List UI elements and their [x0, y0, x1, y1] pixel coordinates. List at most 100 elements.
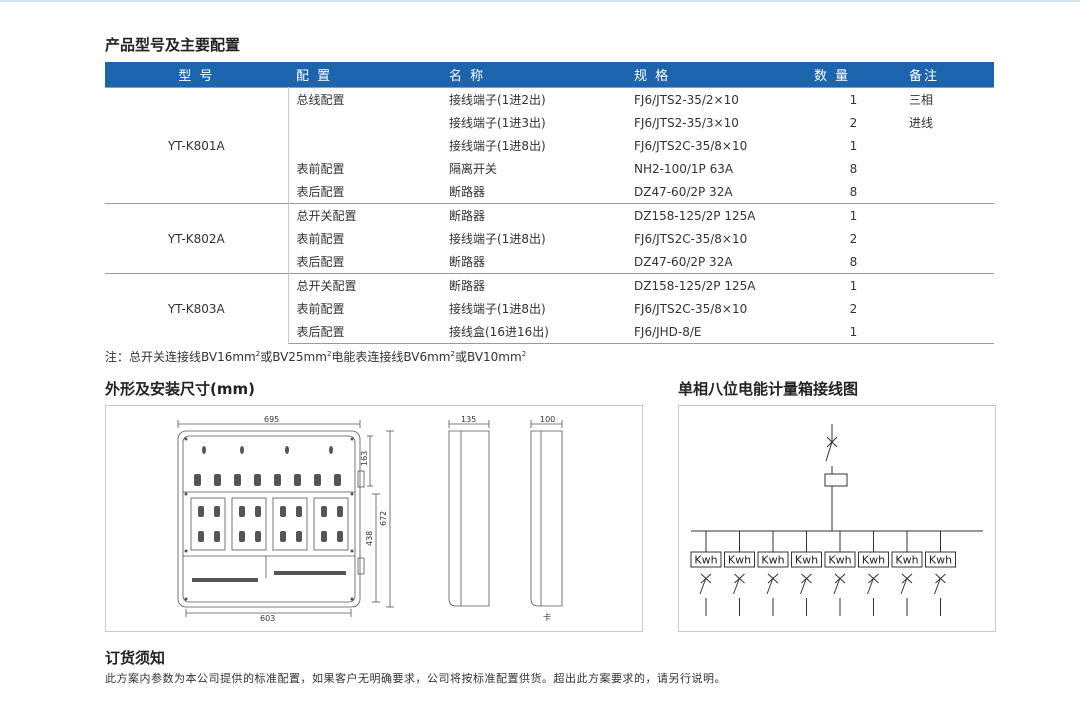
meter-label: Kwh [828, 554, 851, 567]
wiring-section-title: 单相八位电能计量箱接线图 [678, 380, 859, 398]
note-sup: 2 [450, 350, 455, 358]
header-config: 配 置 [288, 62, 441, 88]
dimension-drawing-panel: 695 603 672 438 163 135 100 卡 [105, 405, 643, 632]
meter-box [757, 551, 789, 568]
spec-cell: FJ6/JTS2-35/2×10 [626, 87, 806, 111]
name-cell: 接线端子(1进8出) [449, 232, 546, 246]
main-switch-blade [825, 441, 833, 462]
spec-cell: FJ6/JTS2-35/3×10 [634, 115, 739, 130]
qty-cell: 2 [849, 301, 858, 316]
config-cell: 表后配置 [296, 185, 345, 199]
model-cell: YT-K801A [105, 87, 289, 204]
remark-cell [901, 273, 994, 297]
qty-cell: 2 [849, 115, 858, 130]
branch-switch-blade [699, 577, 707, 595]
branch-switch-blade [867, 577, 874, 595]
header-name: 名 称 [441, 62, 626, 88]
config-cell [288, 111, 441, 134]
meter-label: Kwh [929, 554, 952, 567]
dimension-drawing: 695 603 672 438 163 135 100 卡 [177, 415, 563, 623]
meter-label: Kwh [862, 554, 885, 567]
note-part: 注：总开关连接线BV16mm [105, 350, 256, 364]
name-cell: 断路器 [449, 185, 486, 199]
note-sup: 2 [255, 350, 261, 358]
qty-cell: 1 [806, 203, 901, 227]
clip-mark: 卡 [543, 612, 551, 622]
meter-label: Kwh [761, 554, 784, 567]
config-cell: 表前配置 [296, 162, 345, 176]
table-row: 表后配置 断路器 DZ47-60/2P 32A 8 [105, 180, 994, 204]
meter-box [824, 551, 856, 568]
table-row: 接线端子(1进8出) FJ6/JTS2C-35/8×10 1 [105, 134, 994, 157]
dim-upper-height: 163 [360, 451, 369, 466]
name-cell: 接线端子(1进8出) [449, 302, 546, 316]
meter-label: Kwh [895, 554, 918, 567]
name-cell: 接线端子(1进2出) [441, 87, 626, 111]
config-cell: 总开关配置 [288, 273, 441, 297]
remark-cell [901, 157, 994, 180]
note-sup: 2 [326, 350, 332, 358]
branch-switch-blade [766, 577, 774, 595]
spec-cell: FJ6/JTS2C-35/8×10 [634, 301, 748, 316]
note-part: 电能表连接线BV6mm [331, 350, 451, 364]
dim-side-depth-2: 100 [540, 415, 555, 424]
meter-label: Kwh [795, 554, 818, 567]
qty-cell: 1 [806, 273, 901, 297]
meter-label: Kwh [728, 554, 751, 567]
terminal-block-right [274, 571, 346, 575]
config-cell: 表前配置 [296, 302, 345, 316]
remark-cell [901, 227, 994, 250]
meter-box [690, 551, 722, 568]
dim-side-depth: 135 [461, 415, 476, 424]
meter-box [925, 551, 956, 568]
qty-cell: 2 [849, 231, 858, 246]
order-notice-text: 此方案内参数为本公司提供的标准配置，如果客户无明确要求，公司将按标准配置供货。超… [105, 672, 726, 685]
note-part: 或BV25mm [260, 350, 327, 364]
branch-switch-blade [900, 577, 908, 595]
remark-cell [901, 134, 994, 157]
dimension-section-title: 外形及安装尺寸(mm) [105, 380, 255, 398]
header-spec: 规 格 [626, 62, 806, 88]
table-row: 表前配置 隔离开关 NH2-100/1P 63A 8 [105, 157, 994, 180]
remark-cell [901, 180, 994, 204]
qty-cell: 8 [849, 161, 858, 176]
config-cell: 总开关配置 [288, 203, 441, 227]
qty-cell: 1 [806, 87, 901, 111]
config-cell: 表后配置 [288, 320, 441, 344]
name-cell: 接线端子(1进8出) [449, 139, 546, 153]
config-table: 型 号 配 置 名 称 规 格 数 量 备注 YT-K801A 总线配置 接线端… [105, 62, 994, 344]
meter-box [858, 551, 889, 568]
remark-cell: 三相 [901, 87, 994, 111]
config-cell [288, 134, 441, 157]
model-cell: YT-K802A [105, 203, 289, 274]
header-model: 型 号 [105, 62, 288, 88]
qty-cell: 8 [849, 254, 858, 269]
table-footnote: 注：总开关连接线BV16mm2或BV25mm2电能表连接线BV6mm2或BV10… [105, 348, 526, 365]
name-cell: 断路器 [449, 255, 486, 269]
spec-cell: DZ47-60/2P 32A [634, 184, 733, 199]
name-cell: 接线端子(1进3出) [449, 116, 546, 130]
table-row: 表前配置 接线端子(1进8出) FJ6/JTS2C-35/8×10 2 [105, 227, 994, 250]
branch-switch-blade [934, 577, 941, 595]
meter-box [724, 551, 755, 568]
table-row: YT-K803A 总开关配置 断路器 DZ158-125/2P 125A 1 [105, 273, 994, 344]
table-row: 表后配置 接线盒(16进16出) FJ6/JHD-8/E 1 [105, 320, 994, 344]
branch-switch-blade [833, 577, 841, 595]
table-header-row: 型 号 配 置 名 称 规 格 数 量 备注 [105, 62, 994, 88]
config-section-title: 产品型号及主要配置 [105, 36, 241, 54]
spec-cell: FJ6/JTS2C-35/8×10 [634, 138, 748, 153]
remark-cell: 进线 [909, 116, 934, 130]
remark-cell [901, 203, 994, 227]
cabinet-front-inner [182, 435, 356, 603]
dim-inner-width: 603 [260, 614, 275, 623]
table-row: 表后配置 断路器 DZ47-60/2P 32A 8 [105, 250, 994, 274]
spec-cell: DZ47-60/2P 32A [634, 254, 733, 269]
spec-cell: FJ6/JHD-8/E [626, 320, 806, 344]
table-row: YT-K801A 总线配置 接线端子(1进2出) FJ6/JTS2-35/2×1… [105, 87, 994, 204]
dim-lower-height: 438 [365, 531, 374, 546]
top-accent-line [0, 0, 1080, 2]
config-cell: 总线配置 [288, 87, 441, 111]
spec-cell: DZ158-125/2P 125A [626, 273, 806, 297]
